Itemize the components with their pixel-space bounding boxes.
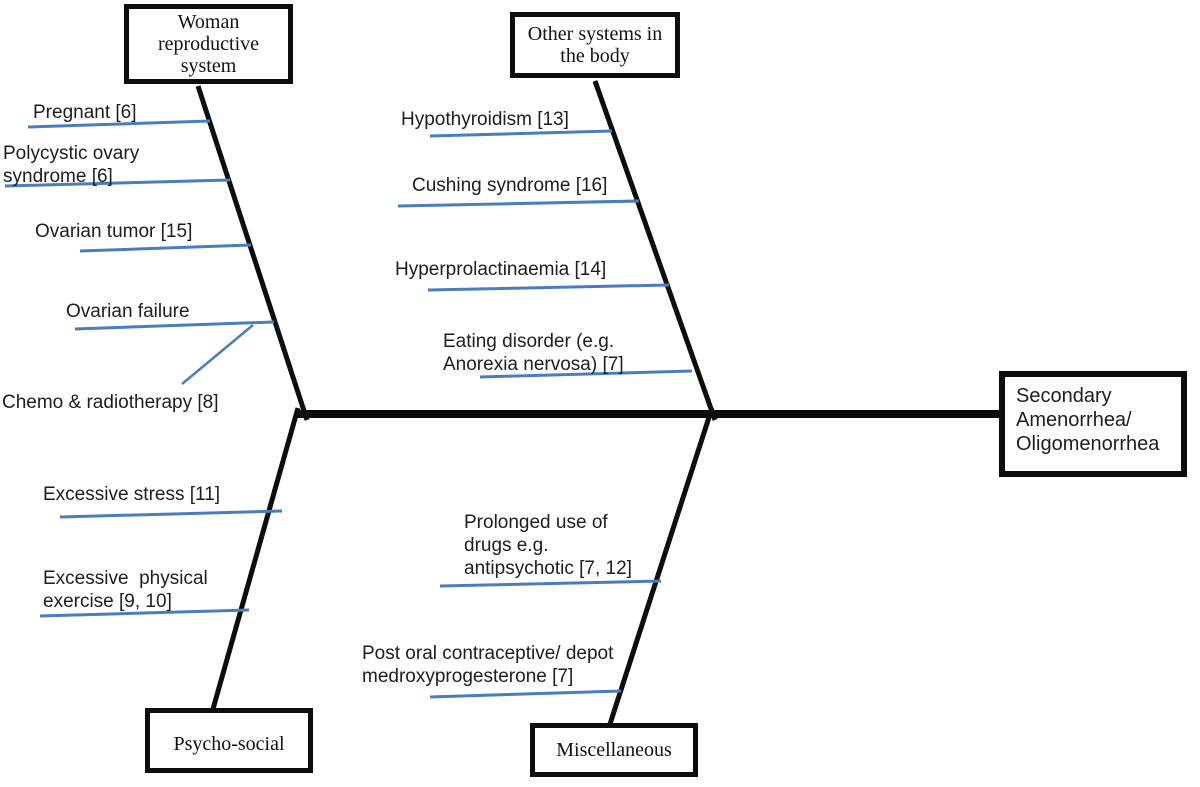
cause-label-prolonged-drugs: Prolonged use of drugs e.g. antipsychoti…: [464, 512, 632, 579]
cause-line-excessive-stress: [59, 509, 283, 519]
cause-label-pregnant: Pregnant [6]: [33, 102, 137, 123]
cause-label-hypothyroidism: Hypothyroidism [13]: [401, 109, 569, 130]
cause-line-eating-disorder: [479, 369, 693, 379]
cause-label-ovarian-failure: Ovarian failure: [66, 301, 190, 322]
cause-line-cushing: [397, 199, 640, 208]
cause-label-cushing-syndrome: Cushing syndrome [16]: [412, 175, 608, 196]
cause-line-excessive-exercise: [39, 608, 250, 618]
cause-label-excessive-stress: Excessive stress [11]: [43, 484, 221, 505]
cause-label-polycystic: Polycystic ovary syndrome [6]: [3, 143, 140, 187]
cause-line-chemo-subbranch: [181, 324, 254, 385]
cause-label-chemo-radiotherapy: Chemo & radiotherapy [8]: [2, 392, 219, 413]
category-box-other-systems: Other systems in the body: [510, 12, 680, 78]
cause-line-post-oral: [429, 689, 622, 699]
cause-line-ovarian-failure: [74, 320, 275, 331]
cause-line-prolonged-drugs: [439, 579, 662, 588]
category-box-woman-reproductive-system: Woman reproductive system: [124, 4, 293, 84]
cause-line-hypothyroidism: [429, 129, 613, 138]
misc-category-line: [607, 407, 715, 725]
cause-label-ovarian-tumor: Ovarian tumor [15]: [35, 221, 193, 242]
cause-label-excessive-exercise: Excessive physical exercise [9, 10]: [43, 568, 208, 612]
cause-line-polycystic: [4, 178, 231, 188]
cause-label-eating-disorder: Eating disorder (e.g. Anorexia nervosa) …: [443, 331, 624, 375]
cause-line-ovarian-tumor: [79, 243, 252, 253]
woman-category-line: [195, 85, 310, 421]
category-box-psycho-social: Psycho-social: [145, 708, 313, 773]
cause-line-hyperprolactinaemia: [427, 283, 670, 292]
cause-label-post-oral-contraceptive: Post oral contraceptive/ depot medroxypr…: [362, 643, 614, 687]
other-category-line: [592, 80, 718, 421]
category-box-miscellaneous: Miscellaneous: [530, 723, 698, 777]
psycho-category-line: [210, 407, 301, 710]
cause-line-pregnant: [27, 119, 211, 129]
cause-label-hyperprolactinaemia: Hyperprolactinaemia [14]: [395, 259, 607, 280]
effect-box-secondary-amenorrhea: Secondary Amenorrhea/ Oligomenorrhea: [999, 371, 1187, 477]
